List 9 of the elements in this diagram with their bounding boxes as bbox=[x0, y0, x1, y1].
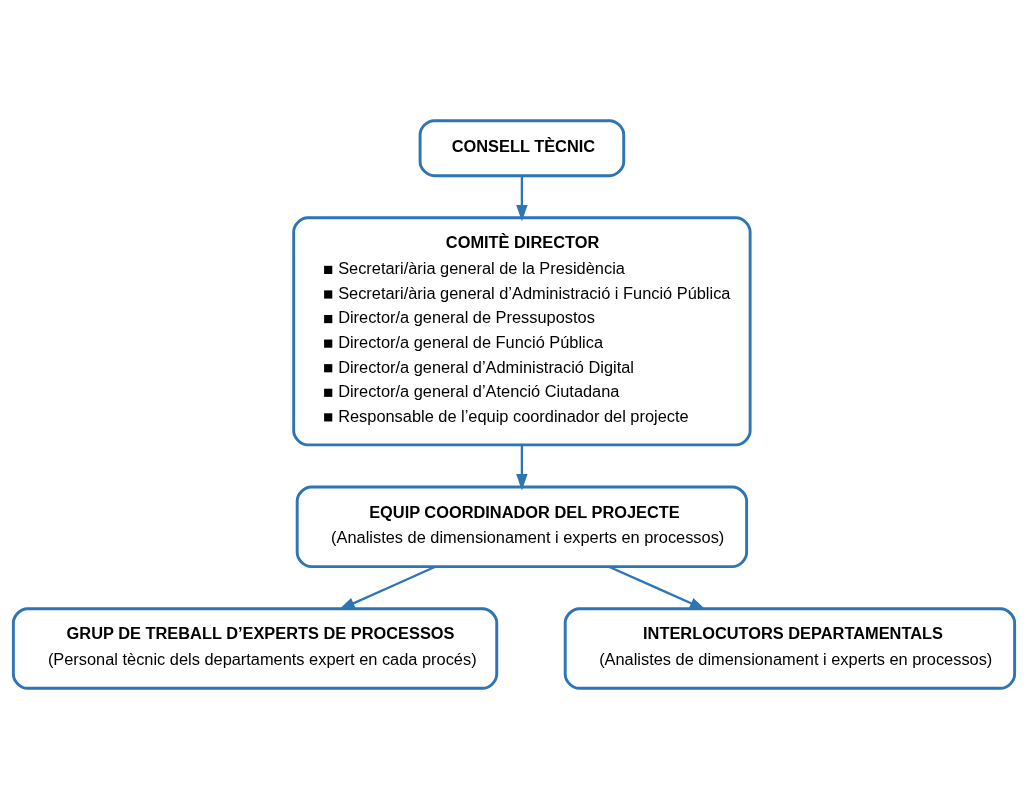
node-box: INTERLOCUTORS DEPARTAMENTALS (Analistes de dimensionament i experts en processos) bbox=[563, 606, 1017, 690]
node-box: EQUIP COORDINADOR DEL PROJECTE (Analistes de dimensionament i experts en processos) bbox=[295, 485, 749, 568]
arrow bbox=[608, 565, 707, 610]
arrow bbox=[516, 444, 528, 490]
node-box: GRUP DE TREBALL D’EXPERTS DE PROCESSOS (Personal tècnic dels departaments expert en cada procés) bbox=[11, 606, 499, 690]
node-box: CONSELL TÈCNIC bbox=[418, 118, 626, 177]
node-box: COMITÈ DIRECTOR Secretari/ària general de la Presidència Secretari/ària general d’Administració i Funció Pública Director/a general de Pressupostos Director/a general de Funció Pública Director/a general d’Administració Digital Director/a general d’Atenció Ciutadana Responsable de l’equip coordinador del projecte bbox=[292, 215, 752, 446]
arrow bbox=[516, 175, 528, 221]
arrow bbox=[338, 565, 436, 610]
